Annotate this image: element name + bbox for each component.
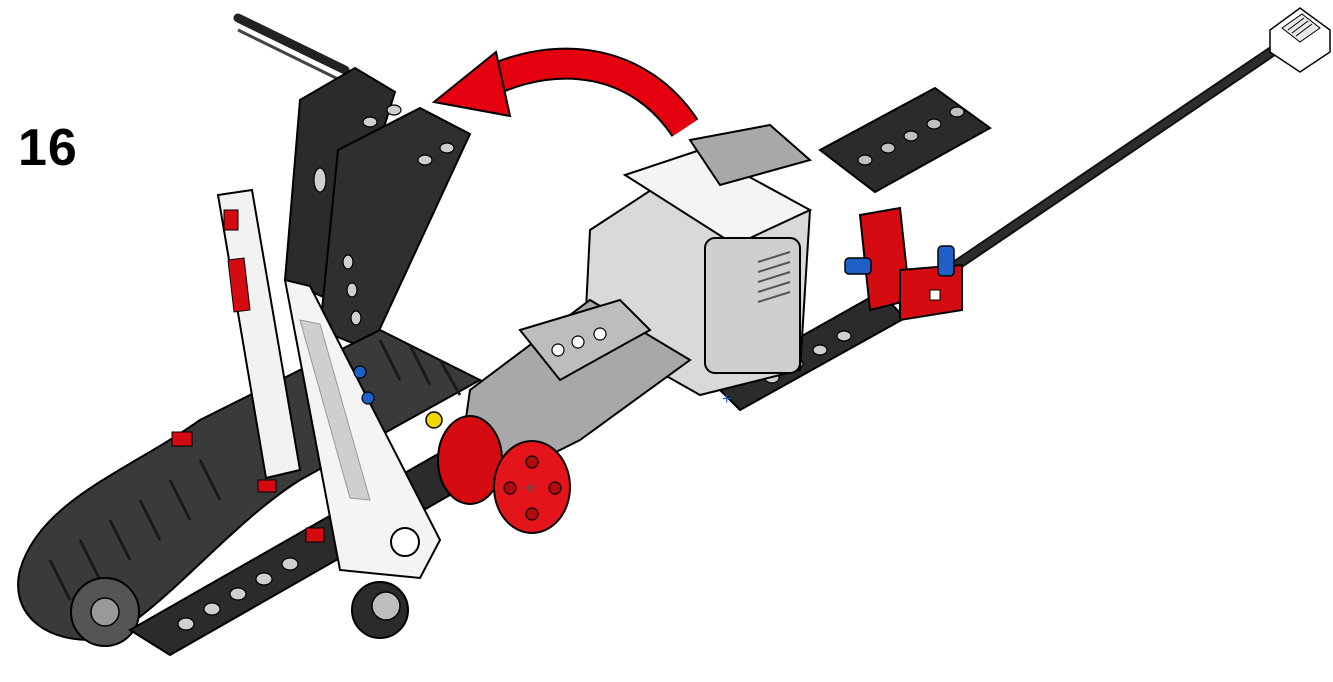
red-accent-parts <box>171 431 325 543</box>
red-hub: + <box>437 415 571 534</box>
rear-right-beam <box>818 86 992 194</box>
svg-text:+: + <box>722 391 731 408</box>
left-vertical-frame <box>283 66 472 352</box>
left-cable <box>233 13 350 82</box>
rj12-plug-icon <box>1269 7 1331 73</box>
blue-pins <box>353 245 955 405</box>
ev3-large-motor <box>458 123 813 472</box>
small-wheel <box>351 581 409 639</box>
yellow-bushing <box>425 411 443 429</box>
white-panels <box>216 188 442 580</box>
red-connector-block <box>858 206 963 322</box>
right-cable <box>899 32 1298 306</box>
svg-text:+: + <box>525 478 536 498</box>
step-number: 16 <box>18 119 78 177</box>
curved-rotation-arrow-icon <box>431 47 699 138</box>
